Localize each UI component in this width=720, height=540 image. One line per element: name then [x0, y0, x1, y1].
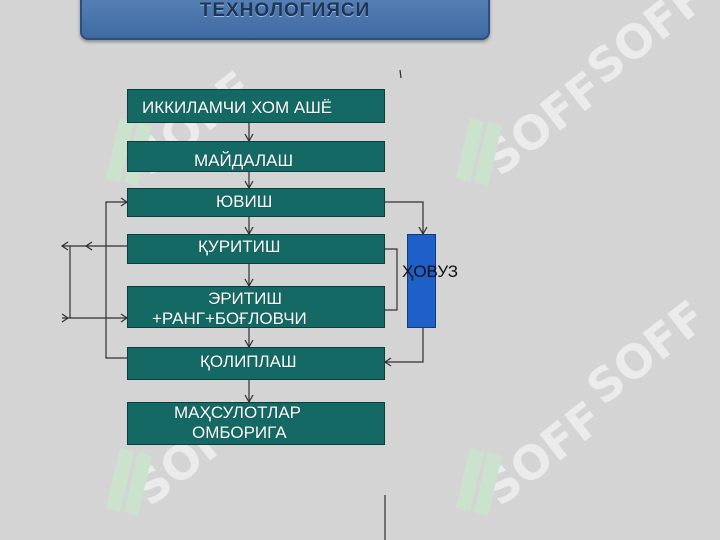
- pool-box: [407, 234, 436, 328]
- step-molding: ҚОЛИПЛАШ: [127, 347, 385, 380]
- step-label: ҚУРИТИШ: [198, 237, 281, 256]
- return-loop-left: [105, 201, 127, 359]
- step-melting: ЭРИТИШ +РАНГ+БОҒЛОВЧИ: [127, 286, 385, 328]
- page-title: ТЕХНОЛОГИЯСИ: [199, 0, 371, 21]
- arrow-pool-to-molding: [385, 328, 424, 363]
- step-label-line2: ОМБОРИГА: [192, 423, 287, 442]
- divider-mark-top: [399, 69, 402, 79]
- watermark-logo-top-right: SOFF: [456, 61, 613, 186]
- arrow-washing-to-pool: [385, 201, 424, 234]
- step-label-line2: +РАНГ+БОҒЛОВЧИ: [152, 309, 307, 328]
- step-label: ҚОЛИПЛАШ: [200, 352, 297, 371]
- step-secondary-raw-material: ИККИЛАМЧИ ХОМ АШЁ: [127, 89, 385, 123]
- step-label: МАЙДАЛАШ: [194, 151, 294, 170]
- pool-label: ҲОВУЗ: [402, 262, 459, 281]
- step-label-line1: ЭРИТИШ: [208, 289, 282, 308]
- step-product-warehouse: МАҲСУЛОТЛАР ОМБОРИГА: [127, 402, 385, 445]
- step-label: ЮВИШ: [216, 192, 273, 211]
- watermark-logo-bottom-right: SOFF: [456, 391, 613, 516]
- pool-side-link: [385, 248, 398, 311]
- step-crushing: МАЙДАЛАШ: [127, 141, 385, 172]
- watermark-logo-right-edge: SOFF: [576, 300, 716, 415]
- step-label: ИККИЛАМЧИ ХОМ АШЁ: [142, 98, 333, 117]
- title-banner: ТЕХНОЛОГИЯСИ: [80, 0, 490, 40]
- step-label-line1: МАҲСУЛОТЛАР: [174, 403, 302, 422]
- step-washing: ЮВИШ: [127, 188, 385, 217]
- step-drying: ҚУРИТИШ: [127, 234, 385, 264]
- watermark-logo-top-edge: SOFF: [576, 0, 716, 95]
